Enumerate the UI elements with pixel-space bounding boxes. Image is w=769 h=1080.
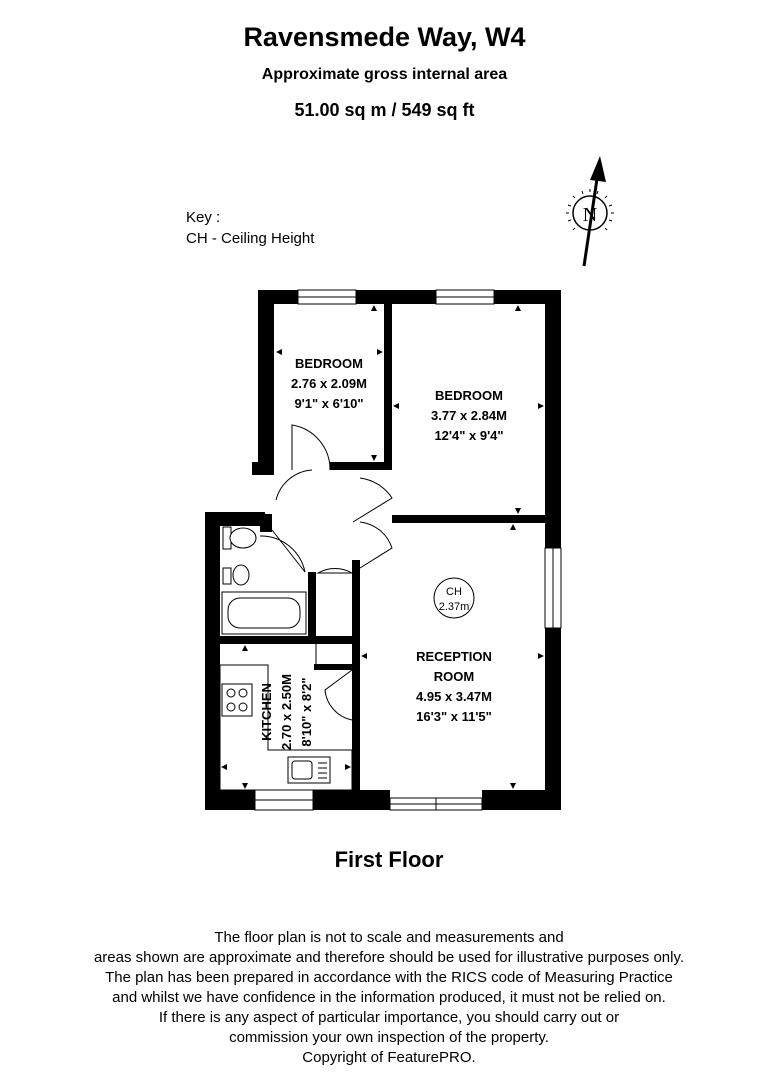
door-swings [259,424,393,721]
room-label-kitchen: KITCHEN 2.70 x 2.50M 8'10" x 8'2" [259,674,314,750]
bedroom-small-imperial: 9'1" x 6'10" [294,396,363,411]
key-entry-ceiling-height: CH - Ceiling Height [186,230,315,247]
interior-walls [220,304,545,790]
bedroom-large-name: BEDROOM [435,388,503,403]
disclaimer-line: If there is any aspect of particular imp… [158,1009,620,1026]
disclaimer-line: and whilst we have confidence in the inf… [112,989,666,1006]
reception-metric: 4.95 x 3.47M [416,689,492,704]
exterior-walls [205,290,561,810]
ceiling-height-marker: CH 2.37m [433,577,475,619]
kitchen-name: KITCHEN [259,683,274,741]
room-label-bedroom-large: BEDROOM 3.77 x 2.84M 12'4" x 9'4" [431,388,507,443]
plan-subtitle: Approximate gross internal area [261,66,508,83]
reception-imperial: 16'3" x 11'5" [416,709,492,724]
plan-title: Ravensmede Way, W4 [243,22,526,52]
kitchen-imperial: 8'10" x 8'2" [299,677,314,746]
bedroom-small-metric: 2.76 x 2.09M [291,376,367,391]
disclaimer-line: The floor plan is not to scale and measu… [214,929,564,946]
ceiling-height-label: CH [446,586,462,598]
gross-internal-area: 51.00 sq m / 549 sq ft [294,100,475,120]
compass-north-label: N [583,204,597,226]
disclaimer-line: The plan has been prepared in accordance… [105,969,673,986]
disclaimer-line: commission your own inspection of the pr… [229,1029,549,1046]
kitchen-fixtures [219,664,353,791]
measurement-arrows [221,305,544,789]
disclaimer-line: areas shown are approximate and therefor… [93,949,685,966]
reception-name-line1: RECEPTION [416,649,492,664]
disclaimer-line: Copyright of FeaturePRO. [302,1049,476,1066]
kitchen-metric: 2.70 x 2.50M [279,674,294,750]
bedroom-large-imperial: 12'4" x 9'4" [434,428,503,443]
reception-name-line2: ROOM [434,669,474,684]
bedroom-large-metric: 3.77 x 2.84M [431,408,507,423]
key-heading: Key : [186,209,221,226]
windows [254,289,562,811]
compass-icon: N [566,156,614,267]
bathroom-fixtures [221,526,307,635]
key-legend: Key : CH - Ceiling Height [186,207,314,249]
ceiling-height-value: 2.37m [439,601,470,613]
room-label-reception: RECEPTION ROOM 4.95 x 3.47M 16'3" x 11'5… [416,649,492,724]
disclaimer: The floor plan is not to scale and measu… [0,928,769,1068]
floor-label: First Floor [334,847,444,872]
room-label-bedroom-small: BEDROOM 2.76 x 2.09M 9'1" x 6'10" [291,356,367,411]
bedroom-small-name: BEDROOM [295,356,363,371]
